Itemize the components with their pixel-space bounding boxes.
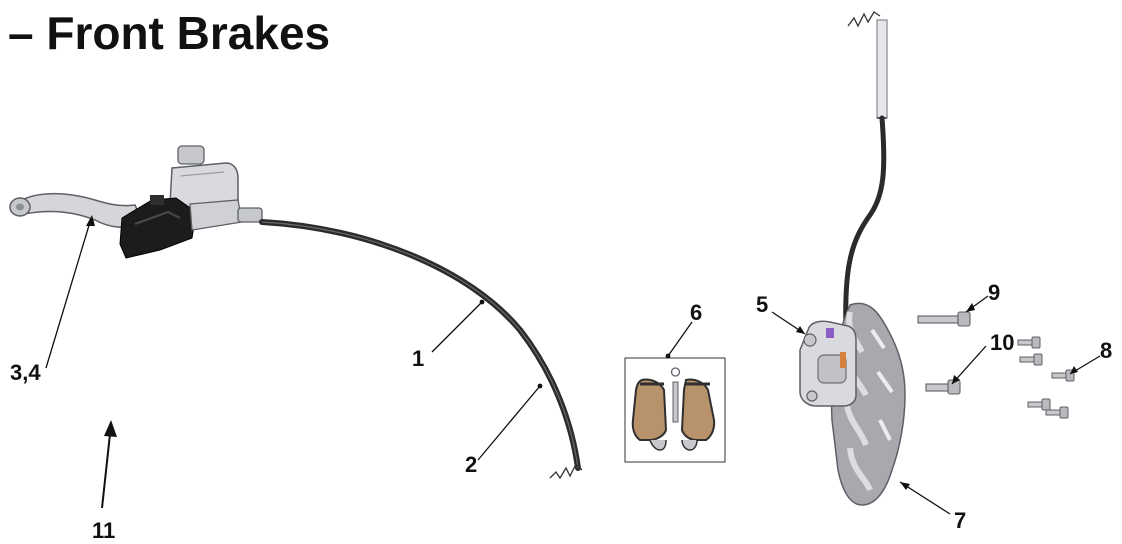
leader-7 — [899, 481, 951, 515]
callout-5: 5 — [756, 292, 768, 317]
arrow-11 — [101, 420, 117, 509]
callout-10: 10 — [990, 330, 1014, 355]
reservoir-cap — [177, 145, 205, 165]
callout-2: 2 — [465, 452, 477, 477]
brake-pads — [624, 357, 726, 463]
page-title: – Front Brakes — [8, 7, 331, 59]
hose-guard-tube — [876, 19, 888, 119]
callout-6: 6 — [690, 300, 702, 325]
caliper-hose — [843, 11, 888, 333]
caliper-purple-accent — [826, 328, 834, 338]
callout-9: 9 — [988, 280, 1000, 305]
leader-1 — [431, 301, 483, 353]
leader-3-4 — [45, 221, 91, 369]
pad-pin — [672, 381, 679, 423]
callout-7: 7 — [954, 508, 966, 533]
leader-lines — [45, 221, 1101, 515]
brake-caliper — [799, 320, 857, 407]
pad-clip — [670, 367, 681, 377]
leader-10 — [951, 345, 987, 385]
callout-1: 1 — [412, 346, 424, 371]
callout-11: 11 — [92, 518, 115, 543]
hose-break-mark-top — [847, 11, 881, 28]
banjo-fitting — [237, 207, 263, 223]
brake-pad-left — [631, 378, 668, 441]
leader-2 — [477, 385, 541, 461]
bolt-caliper-9 — [917, 311, 971, 327]
master-cylinder-assembly — [9, 145, 263, 259]
callout-3-4: 3,4 — [10, 360, 41, 385]
callout-8: 8 — [1100, 338, 1112, 363]
bolt-caliper-10 — [925, 379, 961, 395]
leader-6 — [667, 321, 693, 357]
hose-break-mark — [549, 462, 583, 480]
caliper-orange-accent — [840, 352, 846, 368]
rotor-bolts-8 — [1017, 336, 1075, 419]
